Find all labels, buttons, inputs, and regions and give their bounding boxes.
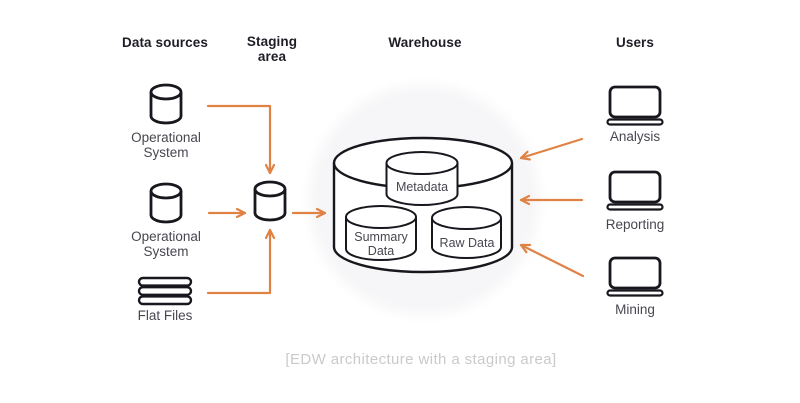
warehouse-group: Metadata Summary Data Raw Data (332, 136, 514, 274)
users-group: Analysis Reporting Mining (606, 85, 665, 317)
data-sources-header: Data sources (122, 35, 208, 50)
arrow-mining-to-warehouse (519, 243, 585, 278)
database-icon (149, 83, 183, 125)
laptop-icon (606, 170, 664, 211)
summary-label-line2: Data (368, 244, 394, 258)
flow-arrows (206, 104, 585, 295)
arrow-source1-to-staging (206, 104, 276, 175)
arrow-flatfiles-to-staging (206, 228, 276, 295)
laptop-icon (606, 85, 664, 126)
summary-label-line1: Summary (354, 230, 408, 244)
source-label: Flat Files (138, 308, 193, 323)
users-header: Users (616, 35, 654, 50)
arrow-analysis-to-warehouse (519, 137, 584, 161)
metadata-label: Metadata (396, 180, 448, 194)
source-label-line2: System (143, 244, 188, 259)
summary-database-icon (345, 205, 417, 261)
staging-database-icon (253, 180, 287, 222)
diagram-caption: [EDW architecture with a staging area] (285, 351, 556, 368)
raw-database-icon (431, 206, 502, 259)
user-label: Reporting (606, 217, 665, 232)
source-label-line1: Operational (131, 130, 201, 145)
staging-header-line2: area (258, 49, 287, 64)
raw-data-label: Raw Data (440, 236, 495, 250)
staging-header-line1: Staging (247, 34, 297, 49)
metadata-database-icon (385, 151, 459, 206)
warehouse-header: Warehouse (388, 35, 462, 50)
data-sources-group: Operational System Operational System Fl… (131, 83, 201, 323)
source-label-line2: System (143, 145, 188, 160)
user-label: Mining (615, 302, 655, 317)
source-label-line1: Operational (131, 229, 201, 244)
flat-files-icon (137, 276, 193, 306)
column-headers: Data sources Staging area Warehouse User… (122, 34, 654, 64)
database-icon (149, 182, 183, 224)
laptop-icon (606, 256, 664, 297)
user-label: Analysis (610, 129, 661, 144)
